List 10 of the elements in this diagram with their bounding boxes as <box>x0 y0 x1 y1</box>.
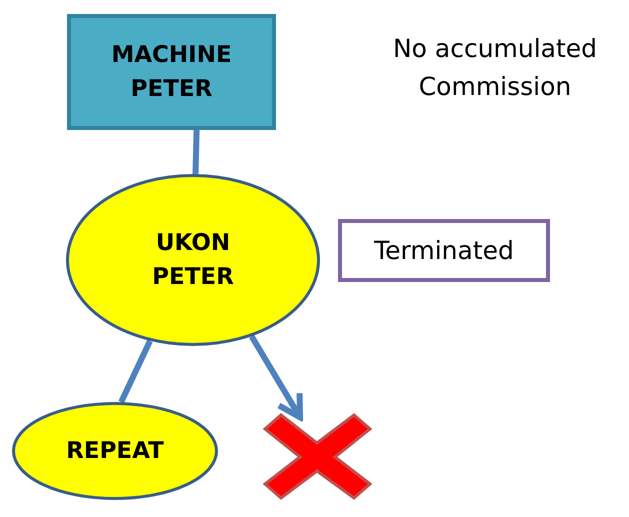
status-box <box>338 219 550 282</box>
note-text: No accumulated Commission <box>392 33 598 102</box>
connector-line <box>192 130 200 174</box>
node-label: UKON PETER <box>151 228 235 292</box>
node-label: MACHINE PETER <box>110 40 233 104</box>
process-box <box>67 14 276 130</box>
node-label: REPEAT <box>66 436 164 466</box>
connector-line <box>118 340 153 404</box>
node-label: Terminated <box>374 234 514 267</box>
arrow <box>249 334 304 420</box>
